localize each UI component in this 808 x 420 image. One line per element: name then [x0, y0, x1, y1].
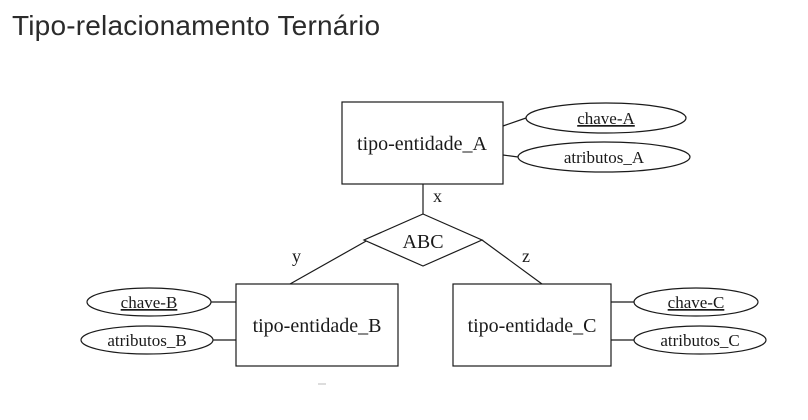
role-y-label: y: [292, 246, 301, 266]
entity-b: tipo-entidade_B: [235, 283, 399, 367]
page-title: Tipo-relacionamento Ternário: [12, 10, 381, 41]
role-x-label: x: [433, 186, 442, 206]
attribute-b-attr: atributos_B: [80, 325, 214, 355]
attribute-b-key: chave-B: [86, 287, 212, 317]
attribute-c-key-label: chave-C: [668, 293, 725, 312]
attribute-a-key-label: chave-A: [577, 109, 635, 128]
entity-b-label: tipo-entidade_B: [253, 315, 382, 337]
attribute-c-attr: atributos_C: [633, 325, 767, 355]
connector-relationship-b: [289, 239, 369, 285]
attribute-c-attr-label: atributos_C: [660, 331, 739, 350]
entity-a-label: tipo-entidade_A: [357, 133, 488, 155]
connector-relationship-c: [481, 239, 543, 285]
relationship-label: ABC: [402, 231, 443, 253]
entity-c-label: tipo-entidade_C: [468, 315, 597, 337]
connector-a-attr: [502, 154, 519, 158]
attribute-b-key-label: chave-B: [121, 293, 178, 312]
attribute-a-key: chave-A: [525, 102, 687, 134]
connector-a-key: [502, 117, 527, 127]
entity-c: tipo-entidade_C: [452, 283, 612, 367]
attribute-c-key: chave-C: [633, 287, 759, 317]
entity-a: tipo-entidade_A: [341, 101, 504, 185]
relationship-abc: ABC: [362, 213, 484, 267]
attribute-a-attr: atributos_A: [517, 141, 691, 173]
role-z-label: z: [522, 246, 530, 266]
attribute-b-attr-label: atributos_B: [107, 331, 186, 350]
attribute-a-attr-label: atributos_A: [564, 148, 645, 167]
